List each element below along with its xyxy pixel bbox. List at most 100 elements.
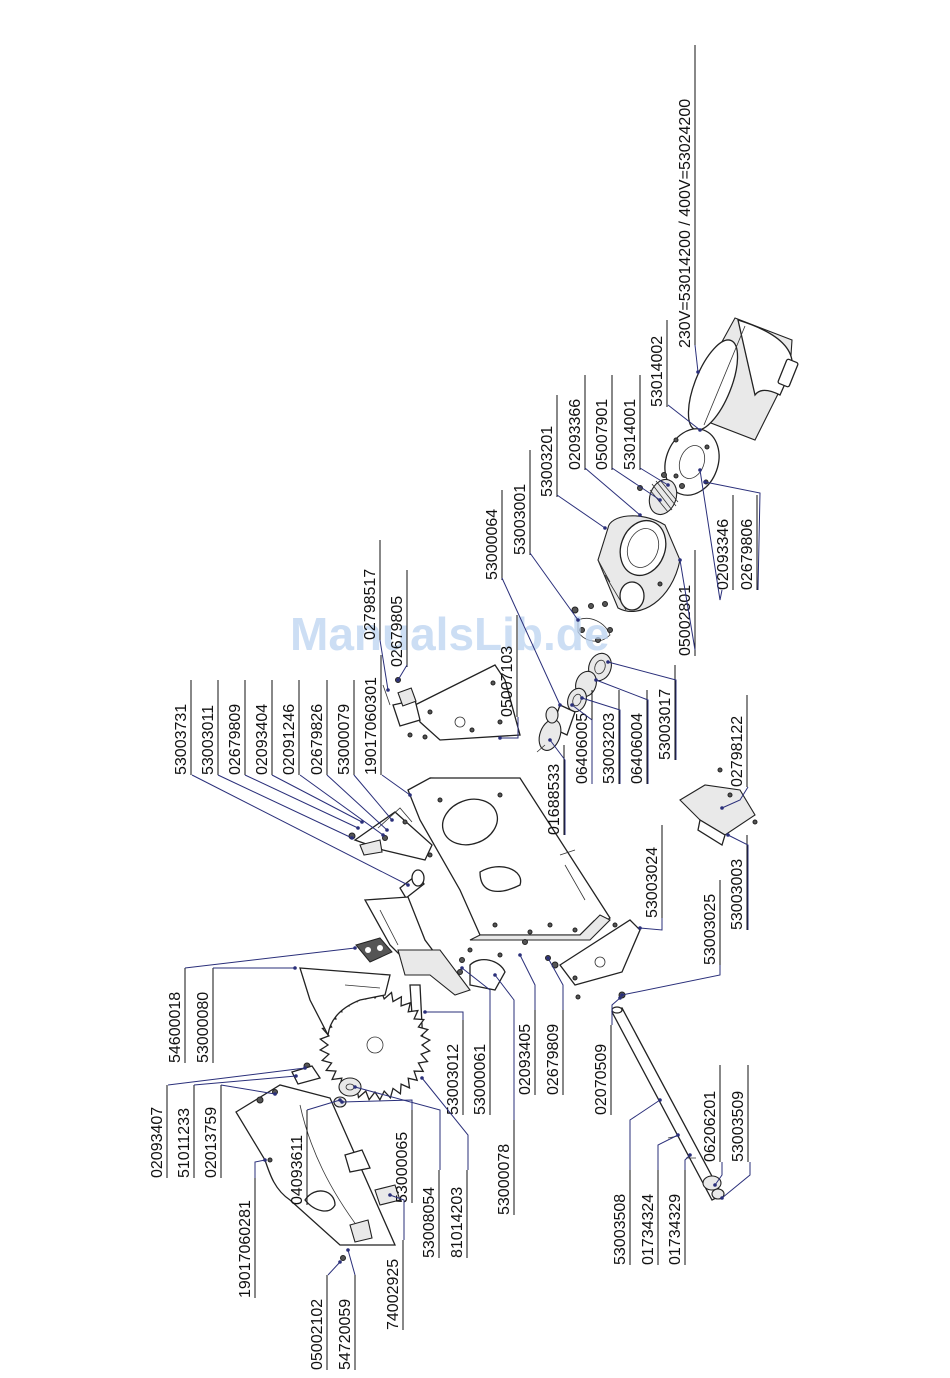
leader-line bbox=[220, 1084, 276, 1095]
leader-arrowhead bbox=[658, 1098, 662, 1102]
leader-line bbox=[571, 704, 593, 784]
part-number-label: 02093405 bbox=[517, 1024, 534, 1095]
leader-line bbox=[501, 577, 561, 706]
part-number-label: 01688533 bbox=[546, 764, 563, 835]
part-number-label: 53003001 bbox=[512, 484, 529, 555]
gear-housing bbox=[597, 515, 681, 612]
leader-line bbox=[193, 1075, 297, 1086]
leader-line bbox=[389, 1194, 405, 1240]
leader-line bbox=[519, 954, 536, 1010]
spacer-bolt bbox=[399, 869, 425, 899]
leader-arrowhead bbox=[353, 1085, 357, 1089]
lock-plate bbox=[355, 937, 393, 963]
part-number-label: 53003203 bbox=[601, 713, 618, 784]
part-number-label: 02679805 bbox=[389, 596, 406, 667]
part-number-label: 53014001 bbox=[622, 399, 639, 470]
part-number-label: 53008054 bbox=[421, 1187, 438, 1258]
leader-line bbox=[629, 1099, 661, 1170]
leader-arrowhead bbox=[698, 468, 702, 472]
coupling bbox=[637, 472, 685, 516]
part-number-label: 02093366 bbox=[567, 399, 584, 470]
leader-arrowhead bbox=[303, 1066, 307, 1070]
leader-arrowhead bbox=[263, 1158, 267, 1162]
part-number-label: 53003508 bbox=[612, 1194, 629, 1265]
part-number-label: 05002801 bbox=[677, 585, 694, 656]
part-number-label: 02093346 bbox=[715, 519, 732, 590]
leader-line bbox=[667, 404, 701, 431]
leader-line bbox=[299, 774, 384, 836]
leader-arrowhead bbox=[580, 696, 584, 700]
leader-line bbox=[714, 1162, 723, 1186]
leader-line bbox=[611, 997, 621, 1025]
leader-arrowhead bbox=[703, 480, 707, 484]
part-number-label: 53000064 bbox=[484, 509, 501, 580]
leader-arrowhead bbox=[360, 820, 364, 824]
leader-arrowhead bbox=[594, 678, 598, 682]
part-number-label: 06206201 bbox=[702, 1091, 719, 1162]
leader-line bbox=[699, 469, 723, 601]
leader-line bbox=[679, 559, 696, 651]
leader-arrowhead bbox=[696, 370, 700, 374]
part-number-label: 53003509 bbox=[730, 1091, 747, 1162]
leader-arrowhead bbox=[353, 946, 357, 950]
leader-arrowhead bbox=[381, 833, 385, 837]
part-number-label: 02091246 bbox=[281, 704, 298, 775]
leader-arrowhead bbox=[273, 1092, 277, 1096]
leader-line bbox=[657, 1134, 679, 1170]
leader-arrowhead bbox=[338, 1098, 342, 1102]
leader-line bbox=[347, 1249, 356, 1276]
leader-line bbox=[353, 774, 393, 821]
fasteners-upper bbox=[571, 601, 613, 643]
leader-line bbox=[721, 786, 749, 809]
part-number-label: 230V=53014200 / 400V=53024200 bbox=[677, 99, 694, 348]
part-number-label: 02679826 bbox=[309, 704, 326, 775]
leader-line bbox=[595, 679, 649, 784]
part-number-label: 05007901 bbox=[594, 399, 611, 470]
leader-arrowhead bbox=[576, 618, 580, 622]
leader-arrowhead bbox=[294, 1074, 298, 1078]
part-number-label: 19017060301 bbox=[363, 677, 380, 775]
leader-line bbox=[584, 467, 641, 516]
leader-arrowhead bbox=[420, 1076, 424, 1080]
leader-line bbox=[639, 467, 669, 486]
leader-arrowhead bbox=[386, 688, 390, 692]
part-number-label: 54600018 bbox=[167, 992, 184, 1063]
leader-arrowhead bbox=[408, 793, 412, 797]
blade-mount-plate bbox=[363, 896, 471, 1046]
leader-arrowhead bbox=[338, 1260, 342, 1264]
part-number-label: 53000079 bbox=[336, 704, 353, 775]
leader-arrowhead bbox=[396, 678, 400, 682]
leader-line bbox=[397, 664, 408, 681]
part-number-label: 02679806 bbox=[739, 519, 756, 590]
riving-knife-holder bbox=[457, 947, 506, 991]
leader-arrowhead bbox=[548, 738, 552, 742]
leader-arrowhead bbox=[406, 883, 410, 887]
guard-arm bbox=[348, 807, 433, 861]
leader-arrowhead bbox=[350, 836, 354, 840]
leader-line bbox=[167, 1067, 306, 1086]
leader-arrowhead bbox=[726, 833, 730, 837]
leader-line bbox=[244, 774, 359, 829]
leader-line bbox=[607, 661, 677, 760]
leader-line bbox=[327, 1261, 341, 1276]
leader-line bbox=[581, 697, 621, 784]
part-number-label: 53003201 bbox=[539, 426, 556, 497]
part-number-label: 02679809 bbox=[227, 704, 244, 775]
leader-arrowhead bbox=[423, 1010, 427, 1014]
part-number-label: 53000078 bbox=[496, 1144, 513, 1215]
part-number-label: 53000080 bbox=[195, 992, 212, 1063]
part-number-label: 53003025 bbox=[702, 894, 719, 965]
leader-line bbox=[271, 774, 363, 823]
leader-line bbox=[704, 481, 761, 591]
leader-arrowhead bbox=[356, 826, 360, 830]
part-number-label: 19017060281 bbox=[237, 1200, 254, 1298]
part-number-label: 02093404 bbox=[254, 704, 271, 775]
part-number-label: 53003024 bbox=[644, 847, 661, 918]
leader-arrowhead bbox=[493, 973, 497, 977]
part-number-label: 51011233 bbox=[176, 1108, 193, 1178]
leader-line bbox=[556, 494, 606, 529]
part-number-label: 53003017 bbox=[657, 689, 674, 760]
leader-line bbox=[379, 639, 389, 691]
leader-line bbox=[500, 717, 519, 739]
watermark-text: ManualsLib.de bbox=[290, 608, 609, 660]
